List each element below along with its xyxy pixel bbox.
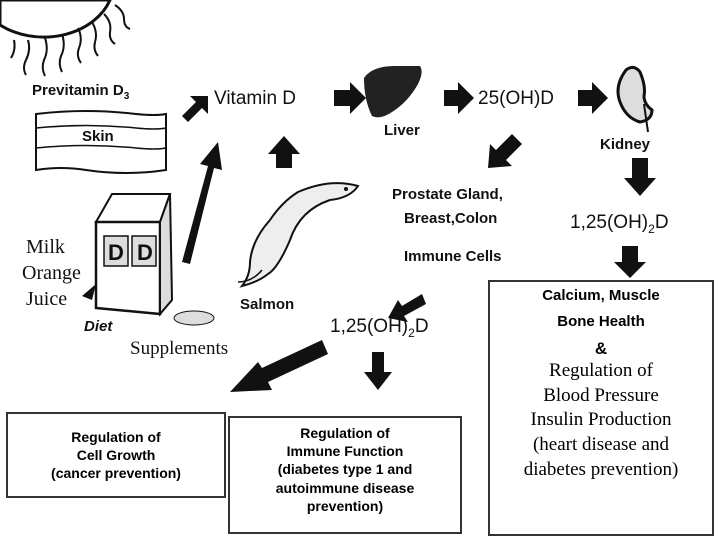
arrow-liver-to-25ohd	[444, 82, 474, 114]
milk-carton-icon	[94, 193, 174, 317]
box-line: prevention)	[306, 497, 384, 514]
arrow-dihydroxy-to-cell-growth	[230, 340, 328, 392]
arrow-25ohd-to-tissues	[488, 134, 522, 168]
carton-d-right: D	[137, 240, 153, 265]
kidney-label: Kidney	[600, 136, 651, 153]
milk-label: Milk	[26, 236, 65, 258]
skin-label: Skin	[82, 128, 114, 145]
25ohd-label: 25(OH)D	[478, 88, 555, 109]
liver-icon	[364, 66, 422, 118]
salmon-label: Salmon	[240, 296, 295, 313]
box-line: diabetes prevention)	[523, 458, 679, 480]
box-line: Regulation of	[71, 429, 161, 445]
vitamin-d-label: Vitamin D	[214, 88, 297, 109]
diet-label: Diet	[84, 318, 113, 335]
arrow-diet-to-juice	[82, 284, 96, 300]
box-line: Bone Health	[557, 313, 645, 331]
arrow-kidney-to-dihydroxy	[624, 158, 656, 196]
previtamin-d3-label: Previtamin D3	[32, 82, 130, 102]
arrow-diet-to-vitamin-d	[182, 142, 222, 264]
box-line: Immune Function	[286, 443, 404, 460]
breast-colon-label: Breast,Colon	[404, 210, 498, 227]
arrow-salmon-to-vitamin-d	[268, 136, 300, 168]
orange-label: Orange	[22, 262, 81, 284]
calcium-bone-health-box: Calcium, Muscle Bone Health & Regulation…	[488, 280, 714, 536]
supplement-pill-icon	[173, 310, 215, 326]
dihydroxy-vitamin-d-tissue-label: 1,25(OH)2D	[330, 316, 429, 340]
arrow-dihydroxy-to-immune	[364, 352, 392, 390]
arrow-tissues-to-dihydroxy	[388, 294, 426, 322]
box-line: &	[594, 338, 608, 358]
box-line: Cell Growth	[76, 447, 156, 464]
box-line: Regulation of	[300, 425, 390, 441]
immune-cells-label: Immune Cells	[404, 248, 502, 265]
arrow-skin-to-vitamin-d	[182, 96, 208, 122]
cell-growth-box: Regulation of Cell Growth (cancer preven…	[6, 412, 226, 498]
liver-label: Liver	[384, 122, 420, 139]
box-line: Calcium, Muscle	[542, 287, 660, 304]
arrow-dihydroxy-to-calcium	[614, 246, 646, 278]
dihydroxy-vitamin-d-kidney-label: 1,25(OH)2D	[570, 212, 669, 236]
box-line: Blood Pressure	[543, 384, 659, 406]
arrow-vitamin-d-to-liver	[334, 82, 366, 114]
skin-layer	[35, 110, 167, 174]
box-line: (heart disease and	[532, 433, 670, 455]
supplements-label: Supplements	[130, 338, 229, 359]
carton-d-left: D	[108, 240, 124, 265]
juice-label: Juice	[26, 288, 68, 310]
immune-function-box: Regulation of Immune Function (diabetes …	[228, 416, 462, 534]
box-line: autoimmune disease	[275, 479, 415, 496]
kidney-icon	[616, 65, 654, 133]
box-line: (cancer prevention)	[51, 465, 181, 482]
salmon-icon	[237, 182, 360, 288]
box-line: (diabetes type 1 and	[277, 461, 413, 478]
prostate-label: Prostate Gland,	[392, 186, 503, 203]
arrow-25ohd-to-kidney	[578, 82, 608, 114]
box-line: Insulin Production	[530, 409, 672, 431]
sun-icon	[0, 0, 131, 77]
box-line: Regulation of	[549, 359, 653, 381]
